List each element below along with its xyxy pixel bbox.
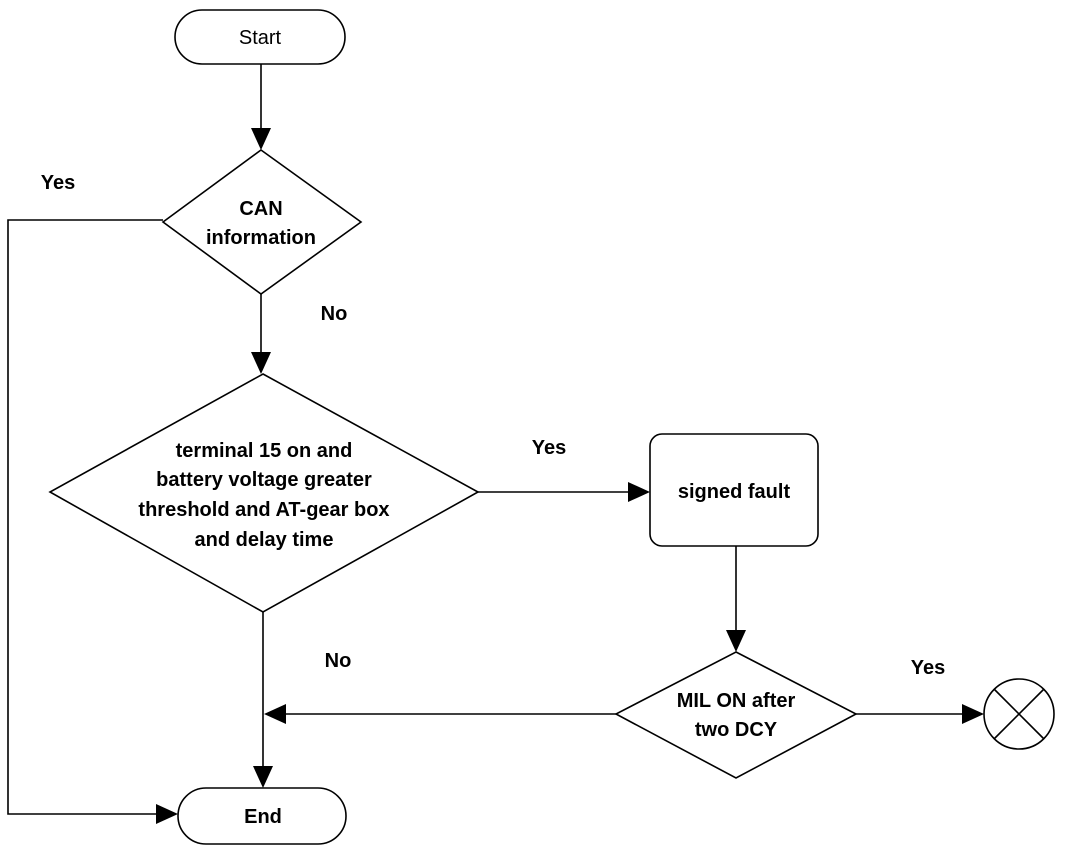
arrowhead-stop — [962, 704, 984, 724]
flow-termination-icon — [983, 678, 1055, 750]
end-label: End — [244, 806, 282, 828]
arrowhead-end-top — [253, 766, 273, 788]
process-signed-fault: signed fault — [649, 433, 819, 547]
label-can-no: No — [321, 303, 348, 325]
start-terminator: Start — [174, 9, 346, 65]
arrowhead-mil-no — [264, 704, 286, 724]
decision-mil-line-1: MIL ON after — [677, 690, 796, 712]
arrowhead-can — [251, 128, 271, 150]
branch-labels: Yes No Yes No Yes — [41, 172, 945, 679]
end-terminator: End — [177, 787, 347, 845]
decision-can-information: CAN information — [161, 149, 363, 295]
connector-can-yes-to-end — [7, 219, 163, 815]
decision-terminal-line-1: terminal 15 on and — [176, 440, 353, 462]
decision-can-line-1: CAN — [239, 198, 282, 220]
label-mil-yes: Yes — [911, 657, 945, 679]
start-label: Start — [239, 27, 282, 49]
decision-terminal-line-3: threshold and AT-gear box — [138, 499, 389, 521]
arrowhead-terminal — [251, 352, 271, 374]
label-terminal-no: No — [325, 650, 352, 672]
label-terminal-yes: Yes — [532, 437, 566, 459]
decision-can-line-2: information — [206, 227, 316, 249]
arrowhead-end-left — [156, 804, 178, 824]
decision-mil-line-2: two DCY — [695, 719, 778, 741]
decision-terminal-line-2: battery voltage greater — [156, 469, 372, 491]
process-signed-fault-label: signed fault — [678, 481, 791, 503]
arrowhead-fault — [628, 482, 650, 502]
arrowhead-mil — [726, 630, 746, 652]
connectors — [7, 64, 984, 824]
decision-terminal-line-4: and delay time — [195, 529, 334, 551]
decision-mil-on: MIL ON after two DCY — [614, 651, 858, 779]
decision-terminal-15: terminal 15 on and battery voltage great… — [48, 373, 480, 613]
label-can-yes: Yes — [41, 172, 75, 194]
